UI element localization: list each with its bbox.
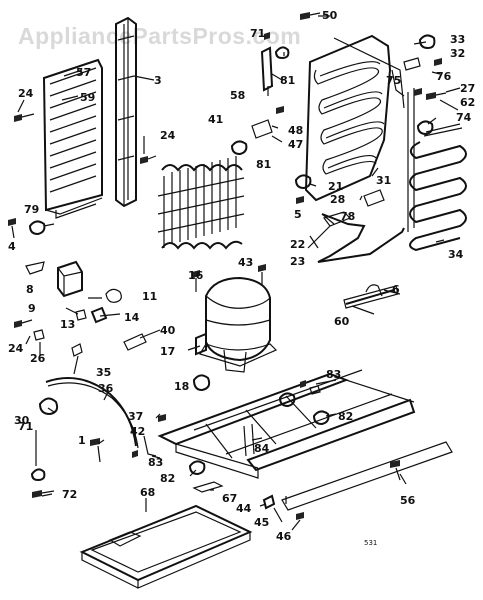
- callout-40: 40: [160, 324, 176, 337]
- callout-72: 72: [62, 488, 77, 501]
- part-mid-hardware: [8, 106, 385, 236]
- callout-79: 79: [24, 203, 39, 216]
- callout-31: 31: [376, 174, 391, 187]
- callout-36: 36: [98, 382, 114, 395]
- callout-14: 14: [124, 311, 140, 324]
- callout-59: 59: [80, 91, 95, 104]
- callout-62: 62: [460, 96, 475, 109]
- callout-46: 46: [276, 530, 292, 543]
- callout-83-left: 83: [148, 456, 163, 469]
- callout-82-left: 82: [160, 472, 175, 485]
- callout-43: 43: [238, 256, 253, 269]
- callout-24-lower: 24: [8, 342, 24, 355]
- callout-78: 78: [340, 210, 355, 223]
- part-drain-pan: [79, 504, 253, 589]
- callout-44: 44: [236, 502, 252, 515]
- corner-code: 531: [364, 539, 377, 547]
- part-relay-box: [25, 260, 83, 298]
- callout-13: 13: [60, 318, 75, 331]
- callout-76: 76: [436, 70, 452, 83]
- callout-47: 47: [288, 138, 303, 151]
- callout-30: 30: [14, 414, 30, 427]
- part-cable-harness: [45, 343, 139, 449]
- callout-18: 18: [174, 380, 189, 393]
- part-tubing: [317, 211, 405, 263]
- callout-50: 50: [322, 9, 338, 22]
- callout-84: 84: [254, 442, 270, 455]
- callout-9: 9: [28, 302, 36, 315]
- callout-34: 34: [448, 248, 464, 261]
- callout-17: 17: [160, 345, 175, 358]
- callout-3: 3: [154, 74, 162, 87]
- callout-24-upper: 24: [18, 87, 34, 100]
- callout-4: 4: [8, 240, 16, 253]
- callout-71-bottom: 71: [18, 420, 33, 433]
- leader-lines: [11, 15, 461, 531]
- callout-37: 37: [128, 410, 143, 423]
- callout-56: 56: [400, 494, 416, 507]
- callout-22: 22: [290, 238, 305, 251]
- part-compressor: [195, 276, 278, 373]
- callout-26: 26: [30, 352, 46, 365]
- callout-81-mid: 81: [256, 158, 271, 171]
- part-evaporator-panel-left: [42, 58, 103, 219]
- callout-42: 42: [130, 425, 145, 438]
- callout-45: 45: [254, 516, 269, 529]
- part-grommet-30: [38, 397, 59, 416]
- callout-35: 35: [96, 366, 111, 379]
- callout-23: 23: [290, 255, 305, 268]
- callout-82-right: 82: [338, 410, 353, 423]
- watermark: AppliancePartsPros.com: [18, 23, 301, 49]
- callout-75: 75: [386, 74, 401, 87]
- callout-6: 6: [392, 283, 400, 296]
- part-top-hardware: [264, 12, 447, 136]
- part-lower-hardware: [192, 460, 401, 520]
- part-bracket-40: [123, 333, 147, 351]
- callout-28: 28: [330, 193, 345, 206]
- callout-74: 74: [456, 111, 472, 124]
- callout-41: 41: [208, 113, 223, 126]
- callout-5: 5: [294, 208, 302, 221]
- callout-83-right: 83: [326, 368, 341, 381]
- part-channel-bracket: [115, 16, 137, 208]
- part-base-hardware: [90, 380, 330, 476]
- part-screw-71-72: [30, 468, 55, 498]
- part-bolts-compressor: [192, 264, 266, 292]
- callout-27: 27: [460, 82, 475, 95]
- callout-8: 8: [26, 283, 34, 296]
- callout-32: 32: [450, 47, 465, 60]
- callout-58: 58: [230, 89, 245, 102]
- callout-48: 48: [288, 124, 303, 137]
- callout-24-mid: 24: [160, 129, 176, 142]
- callout-16: 16: [188, 269, 204, 282]
- callout-1: 1: [78, 434, 86, 447]
- callout-labels: 50 71 33 32 57 3 59 81 76 75 27 24 58 62…: [8, 9, 475, 547]
- callout-67: 67: [222, 492, 237, 505]
- callout-21: 21: [328, 180, 343, 193]
- callout-33: 33: [450, 33, 465, 46]
- part-bar-58: [260, 46, 274, 92]
- callout-68: 68: [140, 486, 155, 499]
- part-evaporator-serpentine: [304, 34, 405, 202]
- part-base-frame: [157, 369, 453, 511]
- part-filter-drier: [343, 284, 399, 309]
- part-clips: [75, 288, 122, 324]
- callout-60: 60: [334, 315, 350, 328]
- callout-11: 11: [142, 290, 157, 303]
- callout-81-top: 81: [280, 74, 295, 87]
- callout-71-top: 71: [250, 27, 265, 40]
- part-condenser-fin-coil: [157, 156, 245, 250]
- callout-57: 57: [76, 66, 91, 79]
- part-screws-left: [14, 319, 45, 341]
